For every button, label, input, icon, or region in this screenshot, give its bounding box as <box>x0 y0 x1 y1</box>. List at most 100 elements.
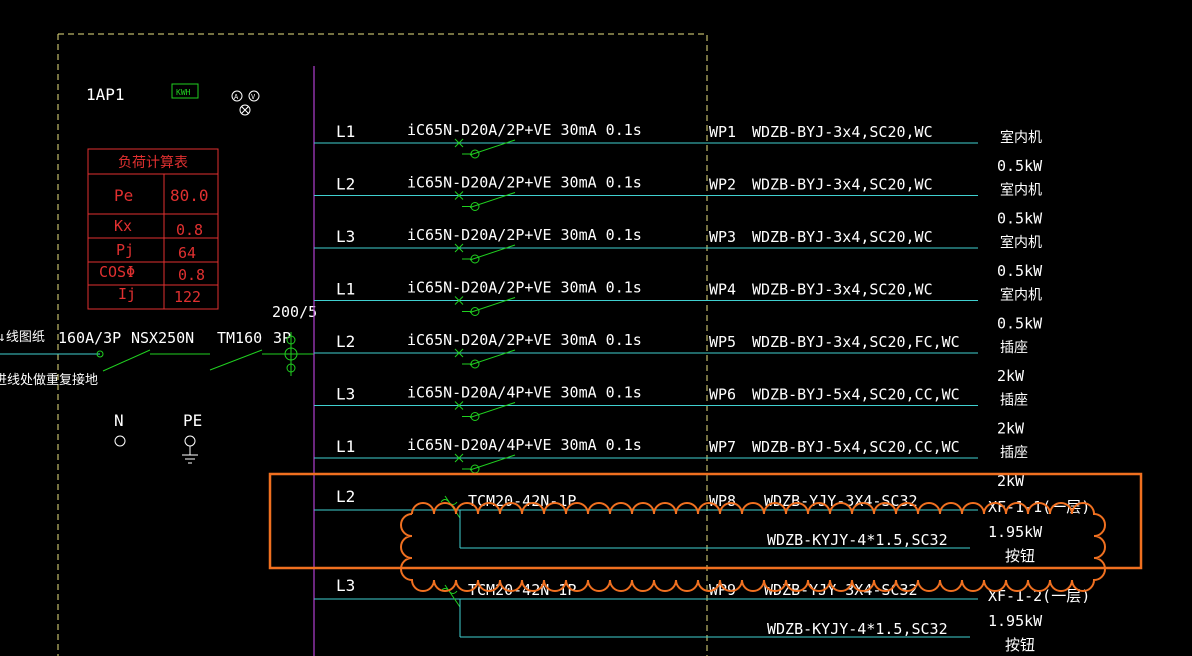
breaker-x-icon <box>454 296 464 305</box>
circuit-phase: L2 <box>336 175 355 194</box>
circuit-row: L3 iC65N-D20A/2P+VE 30mA 0.1s WP3 WDZB-BYJ-… <box>314 226 1043 280</box>
load-table-value: 64 <box>178 244 196 262</box>
load-power: 0.5kW <box>997 315 1043 333</box>
load-table-value: 0.8 <box>176 221 203 239</box>
panel-frame <box>57 33 708 656</box>
load-name: 插座 <box>1000 340 1028 356</box>
circuit-id: WP3 <box>709 228 736 246</box>
incoming-switch-blade <box>102 349 151 372</box>
load-power: 1.95kW <box>988 523 1043 541</box>
breaker-blade <box>469 349 516 366</box>
meter-switch-icon <box>239 104 251 116</box>
incoming-rating: 160A/3P <box>58 329 121 347</box>
circuit-cable: WDZB-BYJ-3x4,SC20,FC,WC <box>752 333 960 351</box>
circuit-id: WP2 <box>709 176 736 194</box>
load-power: 1.95kW <box>988 612 1043 630</box>
circuit-breaker-label: iC65N-D20A/2P+VE 30mA 0.1s <box>407 226 642 244</box>
load-power: 0.5kW <box>997 210 1043 228</box>
ground-icon <box>182 435 198 464</box>
circuit-breaker-label: iC65N-D20A/4P+VE 30mA 0.1s <box>407 436 642 454</box>
voltmeter-icon: V <box>248 90 260 102</box>
incoming-terminal-icon <box>96 350 104 358</box>
load-name: 插座 <box>1000 393 1028 409</box>
circuit-cable: WDZB-BYJ-3x4,SC20,WC <box>752 123 933 141</box>
circuit-cable: WDZB-BYJ-3x4,SC20,WC <box>752 228 933 246</box>
breaker-blade <box>469 297 516 313</box>
control-cable: WDZB-KYJY-4*1.5,SC32 <box>767 620 948 638</box>
load-power: 2kW <box>997 472 1025 490</box>
load-name: 室内机 <box>1000 287 1042 304</box>
circuit-phase: L1 <box>336 280 355 299</box>
breaker-x-icon <box>454 243 464 253</box>
load-table-value: 80.0 <box>170 186 209 205</box>
circuit-phase: L3 <box>336 227 355 246</box>
circuit-breaker-label: iC65N-D20A/2P+VE 30mA 0.1s <box>407 279 642 297</box>
load-power: 0.5kW <box>997 157 1043 175</box>
circuit-row: L3 iC65N-D20A/4P+VE 30mA 0.1s WP6 WDZB-BYJ-… <box>314 384 1028 438</box>
load-power: 0.5kW <box>997 262 1043 280</box>
circuit-id: WP7 <box>709 438 736 456</box>
revision-cloud <box>400 502 1106 592</box>
breaker-blade <box>469 192 516 208</box>
load-table-key: Kx <box>114 217 132 235</box>
control-device: 按钮 <box>1005 547 1035 565</box>
circuit-row: L2 iC65N-D20A/2P+VE 30mA 0.1s WP2 WDZB-BYJ-… <box>314 174 1043 228</box>
circuit-breaker-label: TCM20-42N-1P <box>468 581 576 599</box>
load-table-value: 122 <box>174 288 201 306</box>
circuit-cable: WDZB-BYJ-5x4,SC20,CC,WC <box>752 386 960 404</box>
load-table-title: 负荷计算表 <box>118 155 188 171</box>
control-cable: WDZB-KYJY-4*1.5,SC32 <box>767 531 948 549</box>
incoming-trip: TM160 <box>217 329 262 347</box>
circuit-breaker-label: iC65N-D20A/2P+VE 30mA 0.1s <box>407 174 642 192</box>
current-transformer-icon <box>284 332 298 376</box>
circuit-cable: WDZB-BYJ-5x4,SC20,CC,WC <box>752 438 960 456</box>
circuit-id: WP4 <box>709 281 736 299</box>
load-table-key: Pe <box>114 186 133 205</box>
load-table-key: Pj <box>116 241 134 259</box>
circuit-phase: L2 <box>336 487 355 506</box>
circuit-breaker-label: iC65N-D20A/2P+VE 30mA 0.1s <box>407 331 642 349</box>
load-power: 2kW <box>997 420 1025 438</box>
incoming-poles: 3P <box>273 329 291 347</box>
panel-name: 1AP1 <box>86 85 125 104</box>
load-calc-table: 负荷计算表 Pe 80.0 Kx 0.8 Pj 64 COSΦ 0.8 Ij 1… <box>87 148 219 310</box>
kwh-meter-label: KWH <box>176 88 191 97</box>
breaker-blade <box>469 402 516 418</box>
ammeter-icon: A <box>231 90 243 102</box>
breaker-blade <box>469 454 516 471</box>
ct-ratio: 200/5 <box>272 303 317 321</box>
svg-text:A: A <box>234 93 239 101</box>
incoming-breaker-blade <box>209 349 263 371</box>
breaker-blade <box>469 139 516 156</box>
circuit-id: WP5 <box>709 333 736 351</box>
circuit-phase: L3 <box>336 385 355 404</box>
load-name: 插座 <box>1000 445 1028 461</box>
incoming-note-1: ↓线图纸 <box>0 330 45 345</box>
breaker-x-icon <box>454 348 464 358</box>
circuit-breaker-label: iC65N-D20A/4P+VE 30mA 0.1s <box>407 384 642 402</box>
contactor-blade <box>444 584 461 608</box>
circuit-cable: WDZB-BYJ-3x4,SC20,WC <box>752 176 933 194</box>
circuit-phase: L1 <box>336 122 355 141</box>
load-name: 室内机 <box>1000 182 1042 199</box>
load-table-value: 0.8 <box>178 266 205 284</box>
breaker-x-icon <box>454 138 464 148</box>
circuit-phase: L3 <box>336 576 355 595</box>
control-device: 按钮 <box>1005 636 1035 654</box>
kwh-meter-icon <box>171 83 199 99</box>
load-name: 室内机 <box>1000 234 1042 251</box>
circuit-id: WP6 <box>709 386 736 404</box>
circuit-breaker-label: iC65N-D20A/2P+VE 30mA 0.1s <box>407 121 642 139</box>
breaker-x-icon <box>454 401 464 410</box>
load-name: 室内机 <box>1000 129 1042 146</box>
neutral-terminal-icon <box>114 435 126 447</box>
highlight-box <box>268 472 1143 570</box>
